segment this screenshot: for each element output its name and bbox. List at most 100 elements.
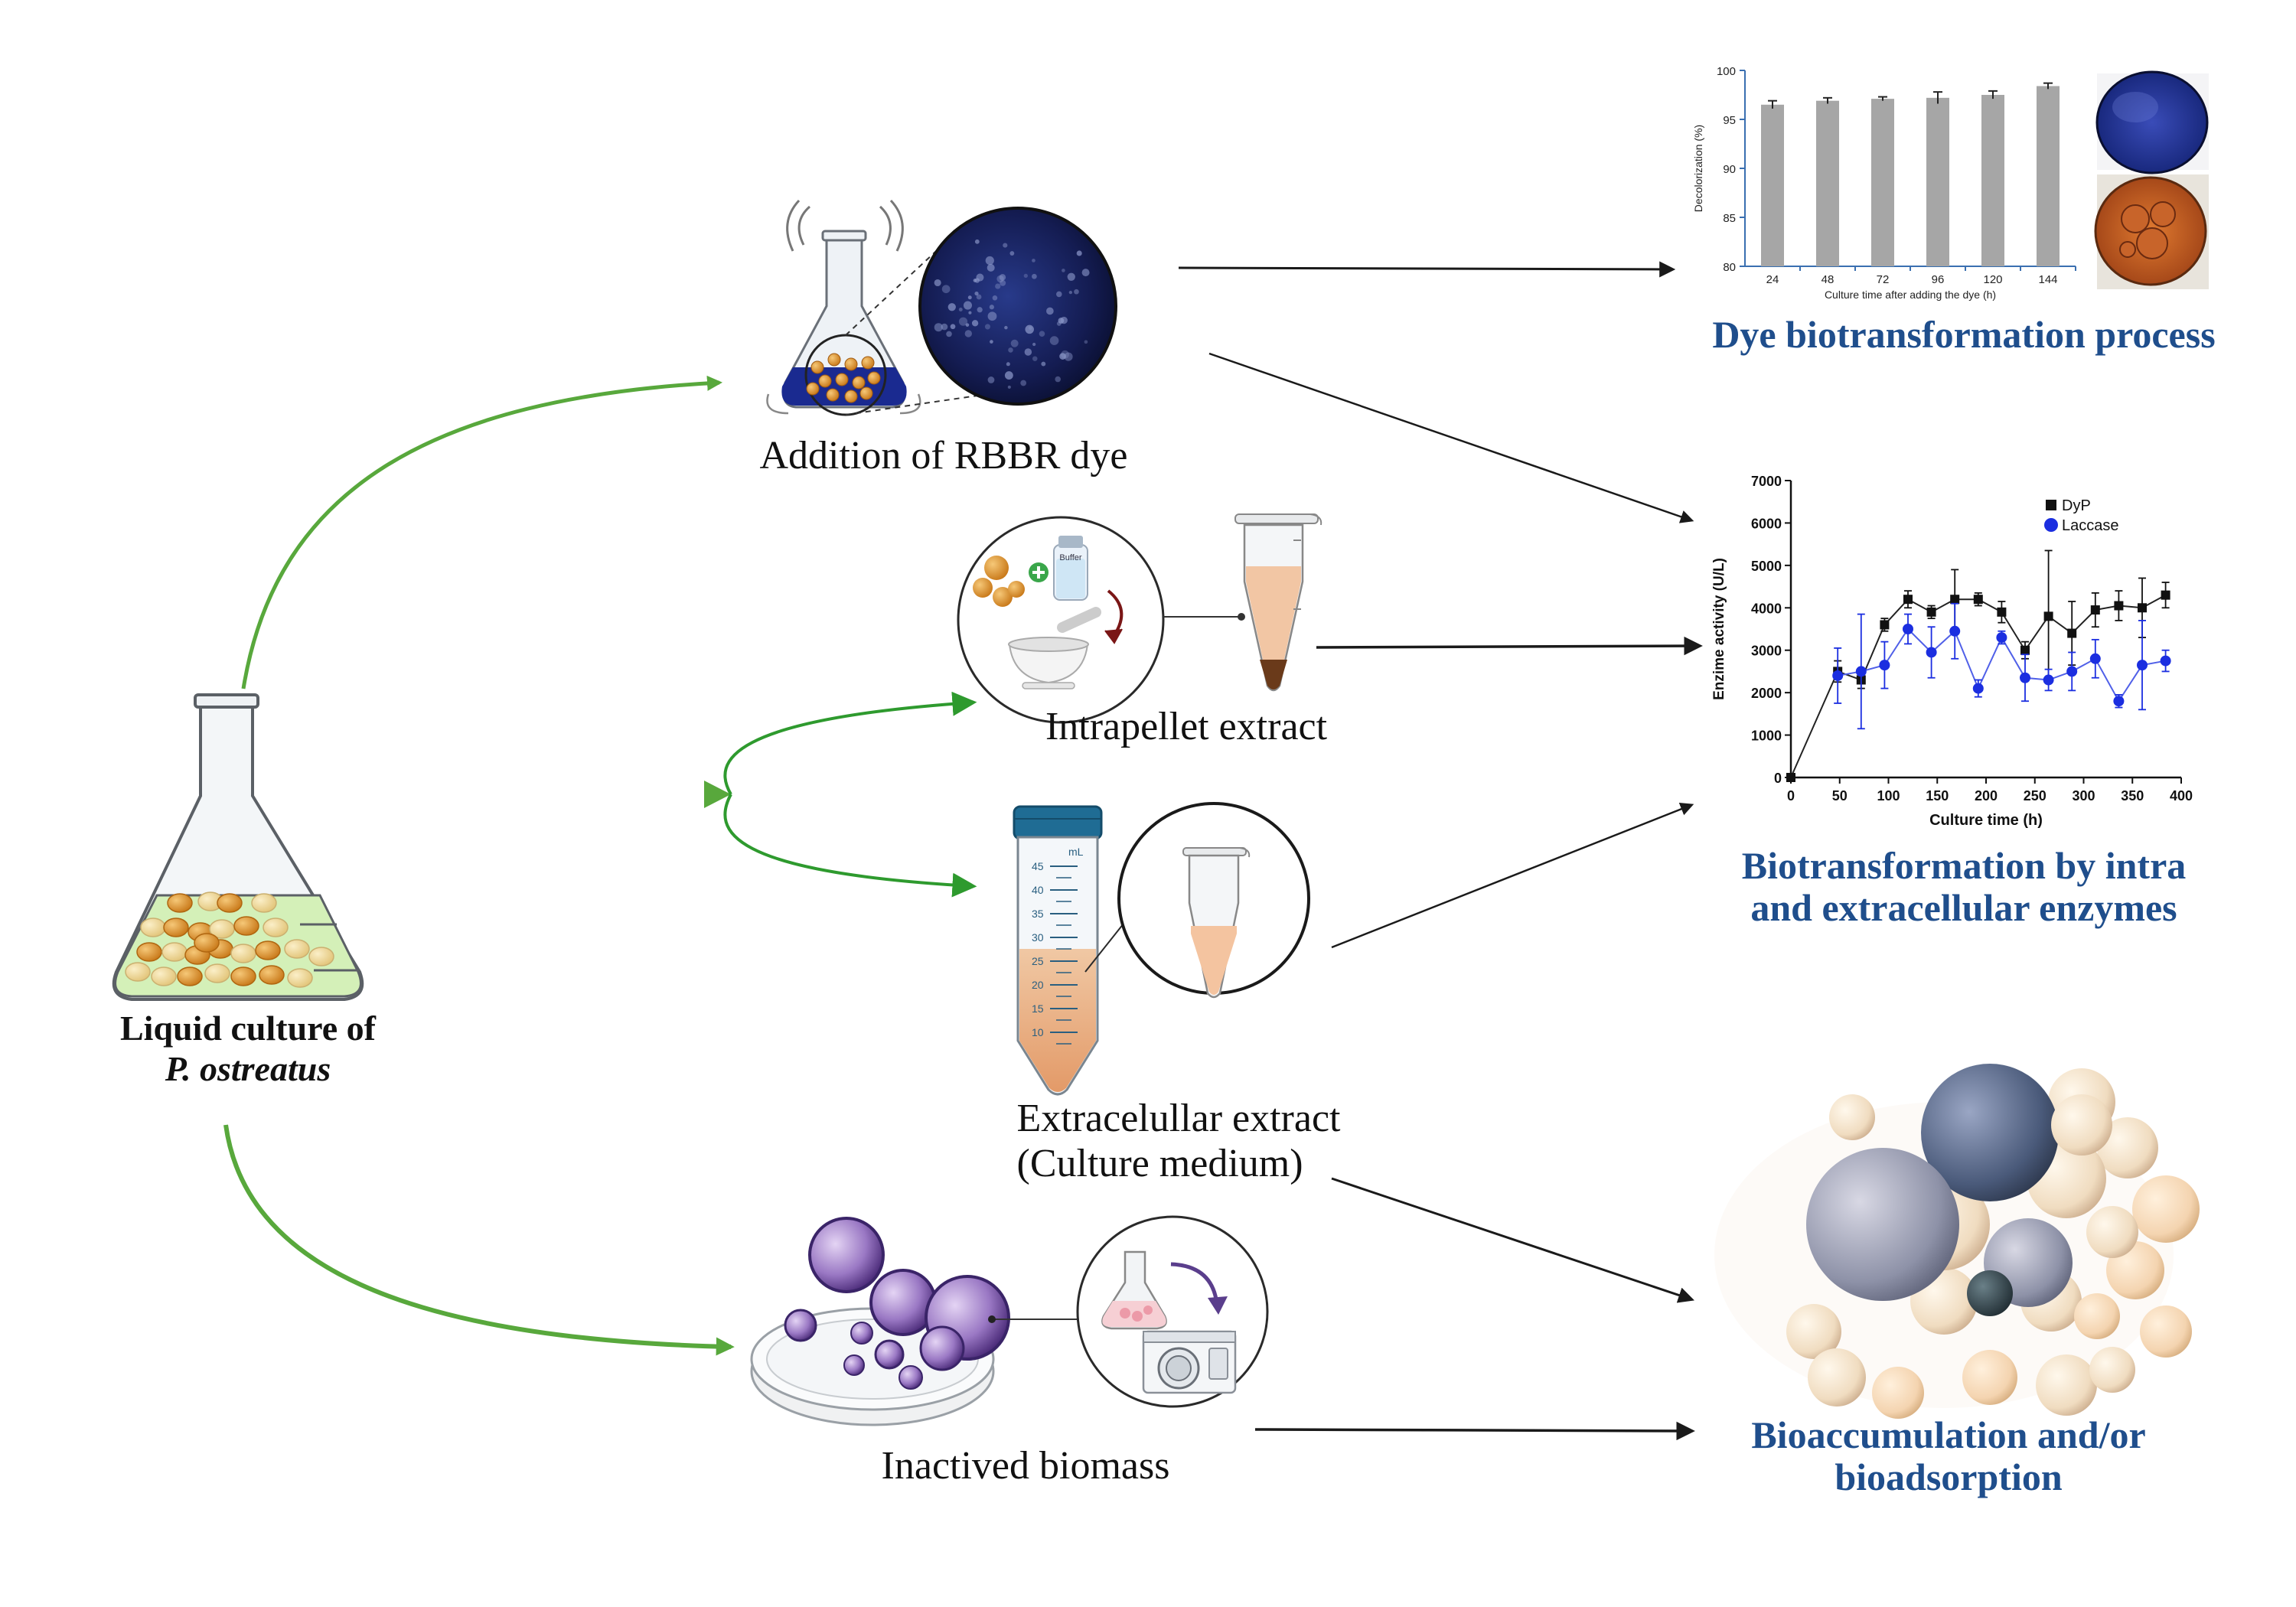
dish-speck: [958, 317, 968, 326]
line-y-tick-label: 0: [1774, 771, 1782, 786]
pellet: [867, 371, 881, 385]
laccase-point: [1832, 670, 1844, 681]
dyp-point: [1786, 773, 1795, 782]
dyp-point: [1973, 595, 1983, 605]
decolor-bar: [1871, 99, 1894, 266]
dish-speck: [1003, 243, 1008, 248]
dish-speck: [973, 279, 977, 282]
legend-label: Laccase: [2062, 517, 2119, 534]
pellet: [230, 966, 256, 986]
bioaccum-title: Bioaccumulation and/or bioadsorption: [1751, 1414, 2145, 1498]
laccase-point: [2043, 674, 2054, 686]
pellet: [259, 965, 285, 985]
dish-speck: [1032, 356, 1038, 361]
biomass-pellet: [2036, 1354, 2097, 1416]
tube-scale-label: 10: [1032, 1026, 1044, 1038]
dish-speck: [968, 311, 972, 315]
laccase-point: [2020, 672, 2030, 683]
tube-scale-label: 45: [1032, 860, 1044, 872]
biomass-pellet: [1872, 1367, 1924, 1419]
tube-scale-label: 35: [1032, 908, 1044, 920]
tube-scale-label: 25: [1032, 955, 1044, 967]
pellet: [263, 918, 289, 937]
bar-x-tick-label: 96: [1932, 273, 1945, 286]
dish-speck: [974, 291, 979, 296]
line-x-tick-label: 250: [2024, 788, 2047, 804]
dish-speck: [1024, 348, 1032, 356]
biomass-pellet: [1806, 1148, 1959, 1301]
biomass-pellet: [2140, 1305, 2192, 1358]
decolor-bar: [1761, 104, 1784, 266]
line-x-tick-label: 0: [1787, 788, 1795, 804]
laccase-point: [1949, 625, 1961, 637]
line-y-tick-label: 3000: [1751, 644, 1782, 659]
line-y-tick-label: 6000: [1751, 516, 1782, 531]
dyp-point: [2043, 611, 2053, 621]
dish-speck: [947, 303, 956, 311]
pellet: [844, 357, 858, 371]
intrapellet-circle: Buffer: [957, 516, 1245, 724]
dish-speck: [1074, 288, 1079, 295]
tube-scale-label: 20: [1032, 979, 1044, 991]
pellet: [233, 916, 259, 936]
arrow-to-intrapellet: [723, 691, 977, 796]
arrow-biomass-to-bioaccum: [1254, 1421, 1695, 1441]
pellet: [806, 382, 820, 396]
pellet: [136, 942, 162, 962]
pellet: [140, 918, 166, 937]
dish-speck: [950, 324, 956, 330]
laccase-point: [2089, 653, 2101, 664]
dish-speck: [977, 307, 983, 313]
dish-specks: [934, 239, 1090, 389]
dish-speck: [1055, 376, 1061, 383]
line-x-tick-label: 100: [1877, 788, 1900, 804]
arrow-medium-to-pellets: [1331, 1177, 1694, 1303]
line-x-tick-label: 50: [1832, 788, 1848, 804]
pellet: [204, 963, 230, 983]
dyp-point: [1950, 595, 1960, 605]
line-y-label: Enzime activity (U/L): [1711, 558, 1727, 700]
dish-speck: [1010, 339, 1019, 347]
dyp-point: [1926, 607, 1936, 617]
dish-speck: [1049, 336, 1059, 345]
bar-x-tick-label: 120: [1983, 273, 2002, 286]
pellet: [827, 353, 841, 367]
dyp-point: [1997, 607, 2007, 617]
pellet: [861, 356, 875, 370]
biomass-pellet: [1921, 1064, 2059, 1201]
pellet: [818, 374, 832, 388]
extracellular-line2: (Culture medium): [1016, 1142, 1303, 1186]
dish-speck: [987, 311, 997, 321]
dish-speck: [1032, 259, 1035, 262]
bar-x-tick-label: 72: [1877, 273, 1890, 286]
green-arrows: [223, 375, 977, 1356]
dish-speck: [976, 273, 984, 282]
dish-speck: [1007, 385, 1011, 389]
autoclave-circle: [1076, 1215, 1269, 1408]
arrow-intra-to-enzymes: [1316, 636, 1703, 656]
bar-x-label: Culture time after adding the dye (h): [1825, 288, 1996, 301]
dish-speck: [934, 279, 941, 287]
pellet: [308, 947, 334, 966]
line-x-tick-label: 200: [1975, 788, 1998, 804]
dish-speck: [1009, 251, 1015, 256]
dish-speck: [1064, 352, 1073, 361]
dyp-point: [1903, 595, 1913, 605]
line-x-tick-label: 400: [2170, 788, 2193, 804]
bar-y-tick-label: 95: [1723, 114, 1736, 127]
legend-marker: [2044, 518, 2058, 532]
pellet: [161, 942, 188, 962]
inactived-biomass-label: Inactived biomass: [881, 1444, 1170, 1488]
enzymes-line2: and extracellular enzymes: [1750, 886, 2177, 929]
bar-x-tick-label: 48: [1821, 273, 1835, 286]
laccase-point: [1879, 660, 1890, 671]
dish-speck: [1020, 380, 1027, 386]
line-x-tick-label: 150: [1926, 788, 1949, 804]
dish-speck: [1000, 279, 1006, 286]
dish-speck: [1023, 273, 1028, 279]
pellet: [167, 893, 193, 913]
dyp-point: [2161, 590, 2170, 600]
